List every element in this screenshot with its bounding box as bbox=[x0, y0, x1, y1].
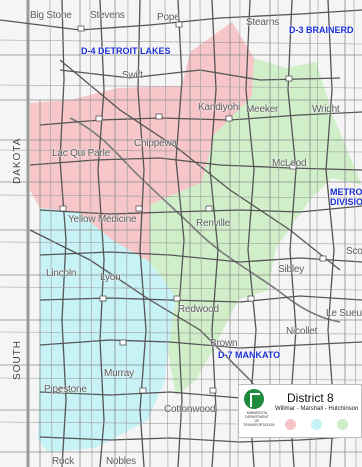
county-label-lac-qui-parle: Lac Qui Parle bbox=[52, 148, 110, 159]
mndot-logo-icon bbox=[244, 389, 264, 409]
region-hutchinson bbox=[150, 58, 362, 396]
county-label-stearns: Stearns bbox=[246, 17, 280, 28]
legend-swatch-pink bbox=[285, 419, 296, 430]
county-label-big-stone: Big Stone bbox=[30, 10, 72, 21]
county-label-chippewa: Chippewa bbox=[134, 138, 177, 149]
county-label-nobles: Nobles bbox=[106, 456, 136, 467]
county-label-stevens: Stevens bbox=[90, 10, 125, 21]
county-label-redwood: Redwood bbox=[178, 304, 219, 315]
county-label-pipestone: Pipestone bbox=[44, 384, 87, 395]
county-label-cottonwood: Cottonwood bbox=[164, 404, 216, 415]
legend-title: District 8 bbox=[287, 391, 334, 405]
county-label-mcleod: McLeod bbox=[272, 158, 307, 169]
county-label-wright: Wright bbox=[312, 104, 340, 115]
map-legend: MINNESOTA DEPARTMENT OF TRANSPORTATION D… bbox=[238, 384, 362, 438]
district-label-detroit-lakes: D-4 DETROIT LAKES bbox=[81, 46, 171, 56]
county-label-nicollet: Nicollet bbox=[286, 326, 318, 337]
county-label-meeker: Meeker bbox=[246, 104, 279, 115]
route-markers bbox=[59, 21, 327, 394]
county-label-swift: Swift bbox=[122, 70, 143, 81]
county-label-rock: Rock bbox=[52, 456, 74, 467]
legend-swatch-green bbox=[337, 419, 348, 430]
county-label-lyon: Lyon bbox=[100, 272, 121, 283]
county-label-yellow-medicine: Yellow Medicine bbox=[68, 214, 137, 225]
county-label-murray: Murray bbox=[104, 368, 134, 379]
state-label-south: SOUTH bbox=[12, 340, 23, 380]
district-label-metro: METRO DIVISION bbox=[330, 187, 362, 207]
legend-agency: MINNESOTA DEPARTMENT OF TRANSPORTATION bbox=[243, 411, 275, 427]
county-label-sibley: Sibley bbox=[278, 264, 305, 275]
legend-swatch-cyan bbox=[311, 419, 322, 430]
county-label-lincoln: Lincoln bbox=[46, 268, 77, 279]
county-label-kandiyohi: Kandiyohi bbox=[198, 102, 241, 113]
county-label-scott: Sco bbox=[346, 246, 362, 257]
county-label-brown: Brown bbox=[210, 338, 238, 349]
county-label-renville: Renville bbox=[196, 218, 230, 229]
legend-subtitle: Willmar - Marshall - Hutchinson bbox=[275, 406, 359, 412]
district-label-mankato: D-7 MANKATO bbox=[218, 350, 281, 360]
county-label-pope: Pope bbox=[157, 12, 180, 23]
district-label-brainerd: D-3 BRAINERD bbox=[289, 25, 354, 35]
state-label-dakota: DAKOTA bbox=[12, 137, 23, 184]
county-label-le-sueur: Le Sueur bbox=[326, 308, 362, 319]
